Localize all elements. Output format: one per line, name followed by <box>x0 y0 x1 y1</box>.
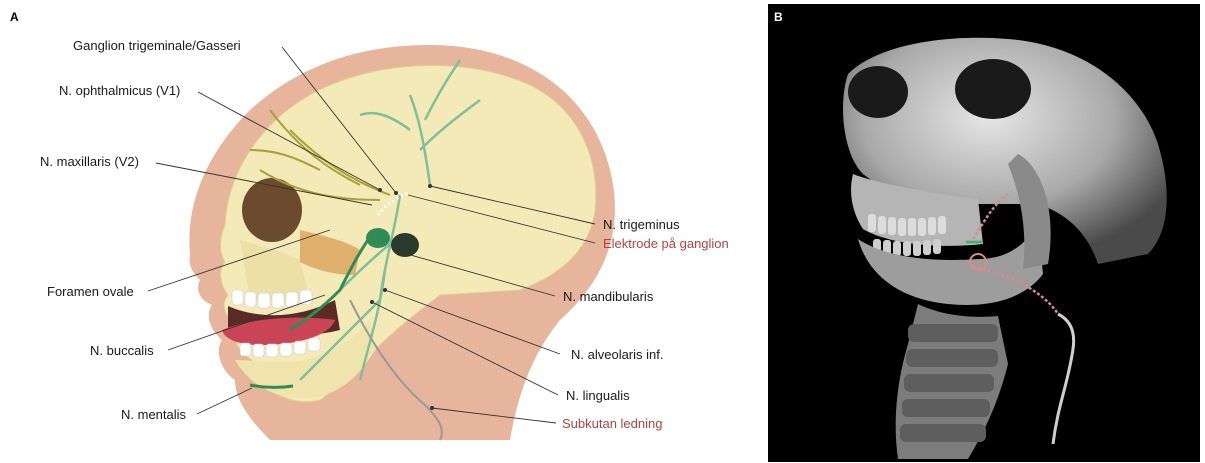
panel-a-illustration: A <box>0 0 760 463</box>
label-lingualis: N. lingualis <box>566 388 630 403</box>
ct-orbit-left <box>848 66 908 118</box>
label-mandibularis: N. mandibularis <box>563 289 653 304</box>
label-buccalis: N. buccalis <box>90 343 154 358</box>
label-alveolaris: N. alveolaris inf. <box>571 347 663 362</box>
label-mentalis: N. mentalis <box>121 407 186 422</box>
label-ophthalmicus: N. ophthalmicus (V1) <box>59 83 180 98</box>
orbit <box>242 178 302 242</box>
label-trigeminus: N. trigeminus <box>603 217 680 232</box>
panel-b-ct-image: B <box>768 4 1200 462</box>
label-foramen: Foramen ovale <box>47 284 134 299</box>
label-elektrode: Elektrode på ganglion <box>603 236 729 251</box>
ct-orbit-right <box>955 59 1031 119</box>
trigeminal-ganglion <box>366 228 390 248</box>
label-subkutan: Subkutan ledning <box>562 416 662 431</box>
ct-lead-extension <box>1053 314 1074 444</box>
label-ganglion: Ganglion trigeminale/Gasseri <box>73 38 241 53</box>
panel-b-letter: B <box>774 10 783 24</box>
label-maxillaris: N. maxillaris (V2) <box>40 154 139 169</box>
ct-skull-render <box>768 4 1200 462</box>
